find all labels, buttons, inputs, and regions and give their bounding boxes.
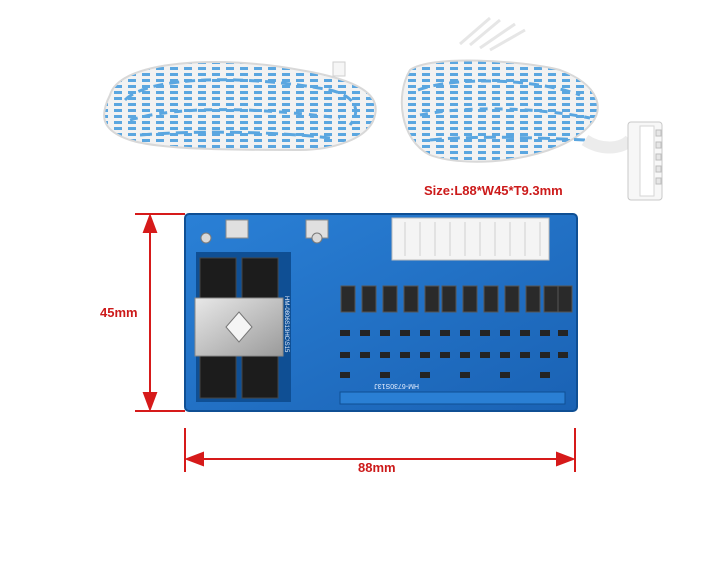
pcb-board	[184, 213, 578, 412]
silk-top-text: HM-0806S13HC\S15	[283, 296, 289, 353]
height-dimension	[135, 213, 185, 412]
height-dimension-label: 45mm	[100, 305, 138, 320]
width-dimension-label: 88mm	[358, 460, 396, 475]
width-dimension	[184, 428, 576, 472]
left-cable-bundle	[103, 61, 377, 152]
silk-bottom-text: HM-6730S13J	[374, 382, 419, 389]
size-spec-label: Size:L88*W45*T9.3mm	[424, 183, 563, 198]
right-cable-bundle	[400, 16, 663, 201]
